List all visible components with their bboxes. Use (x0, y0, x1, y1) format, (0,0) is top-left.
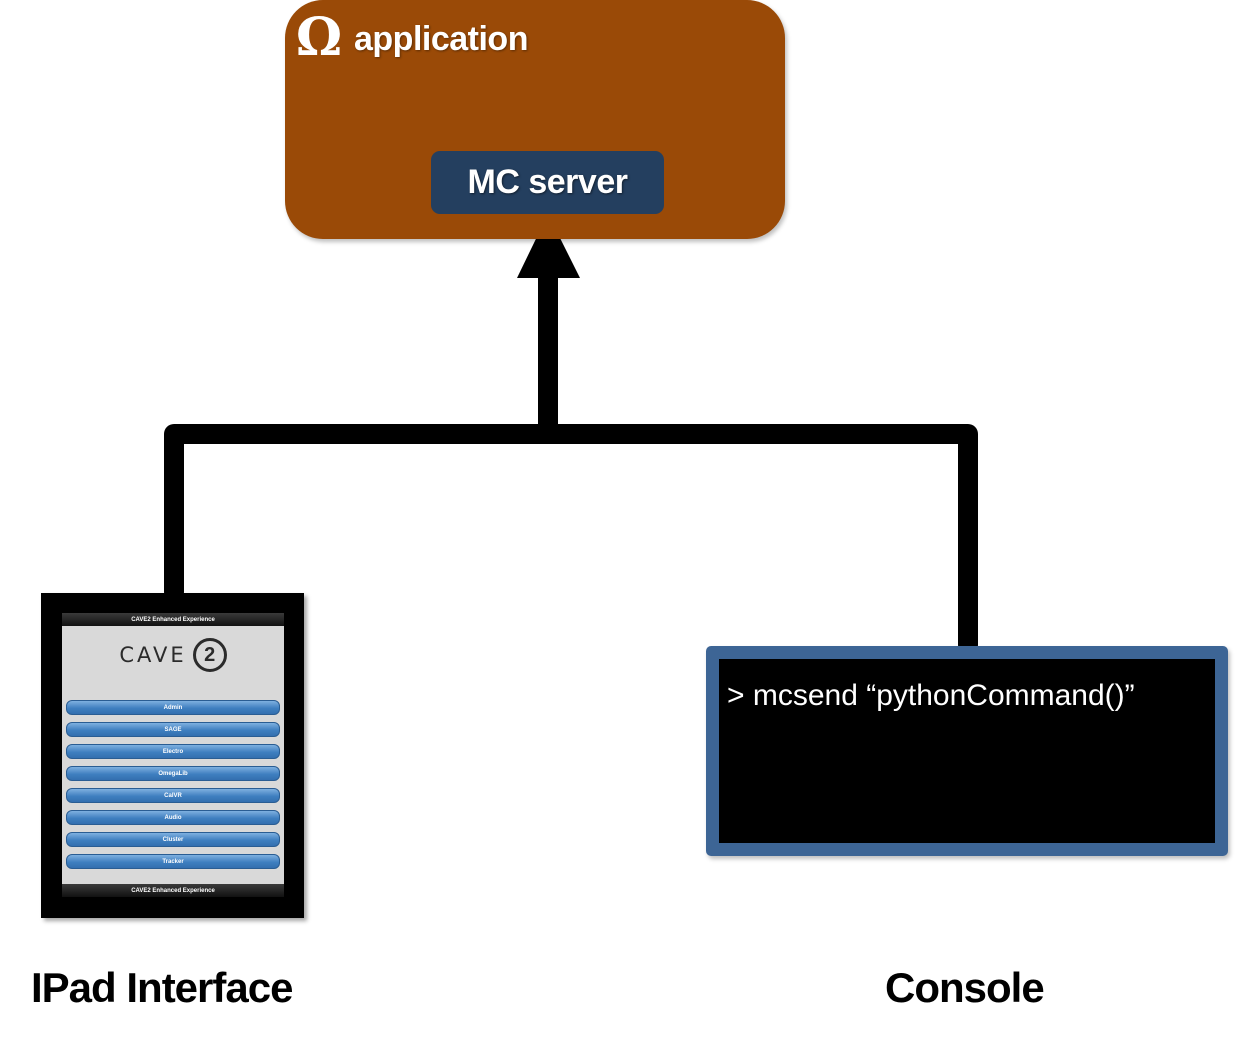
ipad-caption: IPad Interface (31, 964, 293, 1011)
ipad-menu: Admin SAGE Electro OmegaLib CalVR Audio … (66, 700, 280, 876)
cave-logo-text: CAVE (119, 643, 187, 667)
console-caption: Console (885, 964, 1045, 1011)
cave2-logo: CAVE 2 (62, 631, 284, 679)
arrowhead (517, 214, 580, 278)
menu-button-cluster[interactable]: Cluster (66, 832, 280, 847)
console-window: > mcsend “pythonCommand()” (706, 646, 1228, 856)
menu-button-tracker[interactable]: Tracker (66, 854, 280, 869)
menu-button-sage[interactable]: SAGE (66, 722, 280, 737)
ipad-connector (164, 424, 558, 602)
omega-icon: Ω (295, 16, 343, 62)
ipad-footer-bar: CAVE2 Enhanced Experience (62, 884, 284, 897)
application-title: application (354, 19, 528, 58)
console-command: > mcsend “pythonCommand()” (727, 679, 1135, 712)
menu-button-electro[interactable]: Electro (66, 744, 280, 759)
menu-button-admin[interactable]: Admin (66, 700, 280, 715)
ipad-screen: CAVE2 Enhanced Experience CAVE 2 Admin S… (62, 613, 284, 897)
cave-logo-mark: 2 (192, 638, 227, 672)
mc-server-box: MC server (431, 151, 664, 214)
console-screen[interactable]: > mcsend “pythonCommand()” (719, 659, 1215, 843)
ipad-device: CAVE2 Enhanced Experience CAVE 2 Admin S… (41, 593, 304, 918)
menu-button-audio[interactable]: Audio (66, 810, 280, 825)
menu-button-calvr[interactable]: CalVR (66, 788, 280, 803)
connector-lines (164, 268, 978, 655)
console-connector (538, 424, 978, 655)
application-header: Ω application (288, 14, 529, 64)
menu-button-omegalib[interactable]: OmegaLib (66, 766, 280, 781)
ipad-header-bar: CAVE2 Enhanced Experience (62, 613, 284, 626)
